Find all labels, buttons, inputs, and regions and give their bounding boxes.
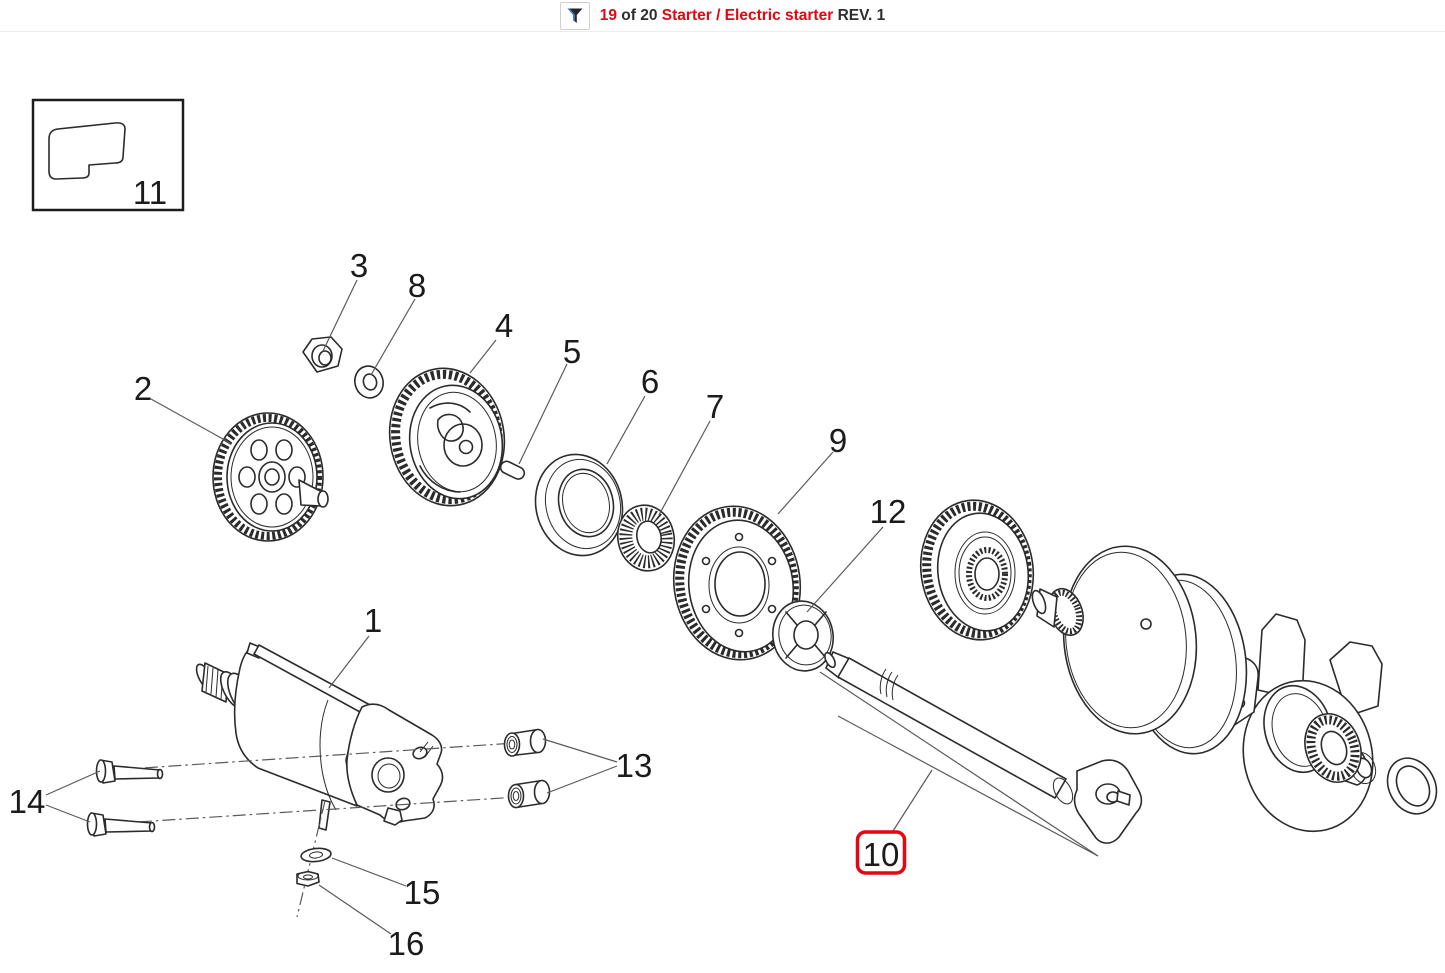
part-callout-8[interactable]: 8 [408,267,426,304]
filter-button[interactable] [559,1,590,30]
part-14-bolts [86,759,164,837]
part-5-pin [499,460,526,480]
part-callout-15[interactable]: 15 [404,874,441,911]
part-callout-14[interactable]: 14 [9,783,46,820]
part-8-washer [354,365,384,399]
part-7-needle-bearing [616,504,676,572]
part-6-ring [534,453,624,557]
part-callout-1[interactable]: 1 [364,602,382,639]
callouts: 1 2 3 4 5 6 7 8 9 10 11 12 13 14 15 16 [9,174,907,962]
part-callout-11[interactable]: 11 [133,174,167,211]
part-callout-12[interactable]: 12 [870,493,907,530]
part-1-starter-motor [195,642,444,831]
revision-label: REV. 1 [837,6,886,24]
crank-gear [919,499,1035,641]
leader-lines [45,279,1099,935]
inset-box-frame [31,98,185,212]
part-callout-2[interactable]: 2 [134,370,152,407]
part-callout-13[interactable]: 13 [616,747,653,784]
part-callout-7[interactable]: 7 [706,388,724,425]
rubber-cap-outline [48,122,126,180]
part-callout-5[interactable]: 5 [563,333,581,370]
part-callout-4[interactable]: 4 [495,307,513,344]
page-title: Starter / Electric starter [661,6,834,24]
part-4-gear [388,367,506,507]
page-index: 19 [599,6,617,24]
part-callout-9[interactable]: 9 [829,422,847,459]
part-callout-10[interactable]: 10 [863,836,900,873]
crankshaft-o-ring [1386,757,1438,815]
inset-box-part-11 [31,98,185,212]
part-15-washer [300,847,332,863]
crankshaft [1031,545,1438,833]
toolbar: 19 of 20 Starter / Electric starter REV.… [0,0,1445,32]
part-callout-3[interactable]: 3 [350,247,368,284]
part-13-bushings [503,728,551,809]
page-of-label: of 20 [621,6,658,24]
part-9-gear [672,505,802,661]
part-16-nut [296,870,320,887]
part-callout-16[interactable]: 16 [388,925,425,962]
part-10-shaft [824,651,1143,844]
part-3-nut [302,336,343,373]
selected-part-highlight [855,830,907,875]
part-callout-6[interactable]: 6 [641,363,659,400]
funnel-icon [567,8,583,23]
part-2-gear [212,412,329,542]
breadcrumb: 19 of 20 Starter / Electric starter REV.… [600,7,886,25]
part-12-spider-washer [772,600,834,672]
